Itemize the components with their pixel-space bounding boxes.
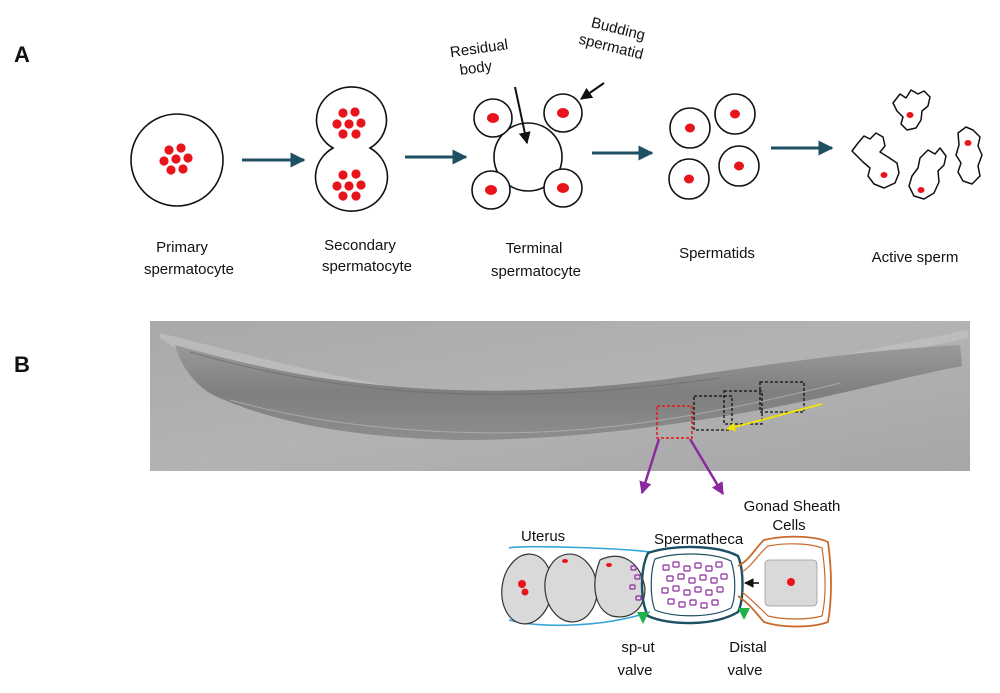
label-spermatheca: Spermatheca [654, 531, 744, 548]
egg-2 [544, 553, 598, 623]
egg-3 [594, 555, 646, 618]
residual-body-label: Residualbody [449, 36, 512, 80]
yellow-direction-arrow [726, 403, 823, 432]
anatomy-diagram [501, 535, 832, 628]
terminal-nuclei [485, 108, 569, 195]
label-uterus: Uterus [521, 528, 565, 545]
spermatid-nuclei [684, 109, 744, 184]
sput-valve-marker [637, 612, 649, 624]
svg-text:Buddingspermatid: Buddingspermatid [577, 12, 650, 63]
label-spermatids: Spermatids [679, 245, 755, 262]
budding-spermatid-pointer [580, 82, 605, 100]
worm-micrograph [150, 321, 970, 471]
zoom-arrow-left [639, 438, 661, 495]
zoom-arrow-right [688, 438, 725, 496]
budding-spermatid-label: Buddingspermatid [577, 12, 650, 63]
residual-body-pointer [514, 86, 531, 145]
panel-label-b: B [14, 352, 30, 377]
spermatheca-outline [640, 545, 744, 625]
distal-valve-marker [738, 608, 750, 620]
spermatids [668, 93, 760, 200]
panel-label-a: A [14, 42, 30, 67]
sperm-cluster [629, 561, 728, 609]
svg-text:Residualbody: Residualbody [449, 36, 512, 80]
label-active: Active sperm [872, 249, 959, 266]
active-sperm [851, 89, 983, 200]
primary-spermatocyte [130, 113, 224, 207]
active-sperm-nuclei [880, 112, 972, 193]
spermatheca-box [656, 405, 693, 439]
gonad-sheath-outline [737, 535, 832, 628]
secondary-spermatocyte [314, 86, 389, 212]
